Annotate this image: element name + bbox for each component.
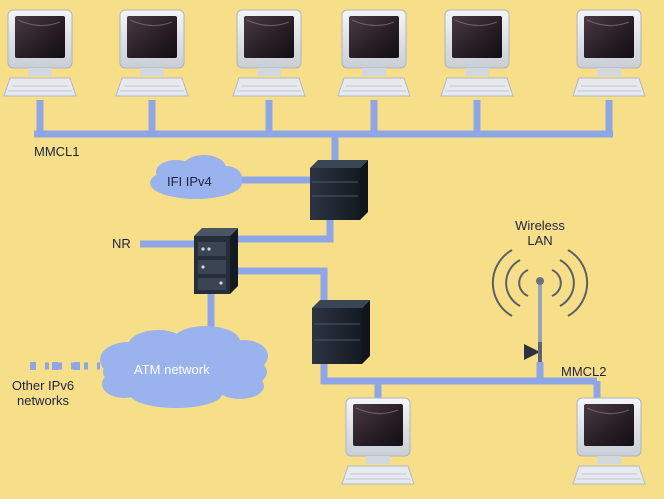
other-ipv6-label: Other IPv6 networks (2, 378, 84, 408)
mmcl1-label: MMCL1 (34, 144, 80, 159)
nr-label: NR (112, 236, 131, 251)
network-switch-icon (312, 300, 370, 364)
router-icon (194, 228, 238, 294)
computer-monitor-icon (572, 397, 646, 485)
link-switch1-router (236, 218, 334, 243)
wireless-label-line2: LAN (527, 233, 553, 248)
computer-monitor-icon (115, 9, 189, 97)
endpoint-dots (30, 362, 80, 370)
network-switch-icon (310, 160, 368, 220)
wireless-antenna-icon (491, 249, 589, 362)
atm-network-label: ATM network (134, 362, 210, 377)
computer-monitor-icon (572, 9, 646, 97)
computer-monitor-icon (341, 397, 415, 485)
computer-monitor-icon (232, 9, 306, 97)
other-label-line2: networks (16, 393, 70, 408)
mmcl2-label: MMCL2 (561, 364, 607, 379)
computer-monitor-icon (3, 9, 77, 97)
computer-monitor-icon (337, 9, 411, 97)
wireless-lan-label: Wireless LAN (505, 218, 575, 248)
cloud-icon (150, 155, 242, 199)
computer-monitor-icon (440, 9, 514, 97)
cloud-icon (100, 326, 268, 408)
ifi-ipv4-label: IFI IPv4 (167, 174, 212, 189)
wireless-label-line1: Wireless (515, 218, 565, 233)
link-switch2-bus2 (320, 362, 597, 385)
other-label-line1: Other IPv6 (11, 378, 75, 393)
link-router-switch2 (236, 267, 328, 300)
